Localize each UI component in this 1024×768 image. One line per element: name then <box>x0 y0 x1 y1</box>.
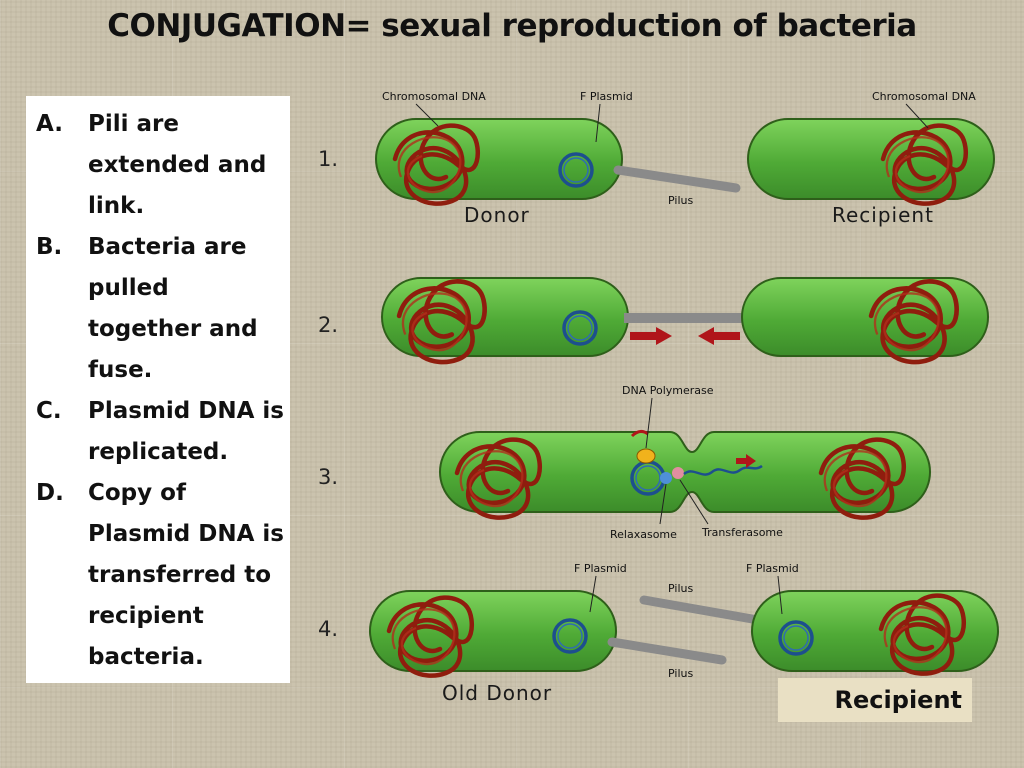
steps-list: A. Pili are extended and link. B. Bacter… <box>36 104 290 678</box>
label-pilus: Pilus <box>668 582 693 595</box>
recipient-caption: Recipient <box>778 678 972 722</box>
step-text: Copy of Plasmid DNA is transferred to re… <box>88 480 284 670</box>
label-pilus: Pilus <box>668 667 693 680</box>
step-item: A. Pili are extended and link. <box>36 104 290 227</box>
label-f-plasmid: F Plasmid <box>746 562 799 575</box>
step-text: Bacteria are pulled together and fuse. <box>88 234 258 383</box>
label-pilus: Pilus <box>668 194 693 207</box>
step-number: 3. <box>318 465 338 489</box>
arrow-right-icon <box>736 454 756 468</box>
step-number: 2. <box>318 313 338 337</box>
dna-polymerase <box>636 448 656 464</box>
label-donor: Donor <box>464 203 530 227</box>
conjugation-diagram: 1. Chromosomal DNA F Plasmid Chromosomal… <box>318 90 999 705</box>
label-old-donor: Old Donor <box>442 681 552 705</box>
pilus <box>607 637 727 665</box>
step-text: Plasmid DNA is replicated. <box>88 398 284 465</box>
label-chromosomal-dna: Chromosomal DNA <box>872 90 976 103</box>
relaxasome <box>660 472 672 484</box>
step-letter: C. <box>36 398 62 424</box>
step-letter: D. <box>36 480 64 506</box>
step-letter: B. <box>36 234 63 260</box>
slide-title: CONJUGATION= sexual reproduction of bact… <box>107 8 917 44</box>
step-text: Pili are extended and link. <box>88 111 267 219</box>
step-item: C. Plasmid DNA is replicated. <box>36 391 290 473</box>
pilus <box>613 165 741 193</box>
steps-list-box: A. Pili are extended and link. B. Bacter… <box>26 96 290 683</box>
step-item: B. Bacteria are pulled together and fuse… <box>36 227 290 391</box>
transferasome <box>672 467 684 479</box>
label-recipient: Recipient <box>832 203 934 227</box>
label-dna-polymerase: DNA Polymerase <box>622 384 714 397</box>
pilus <box>624 313 744 323</box>
pilus <box>639 595 763 625</box>
label-f-plasmid: F Plasmid <box>574 562 627 575</box>
label-chromosomal-dna: Chromosomal DNA <box>382 90 486 103</box>
transferred-dna-strand <box>683 464 763 476</box>
step-number: 1. <box>318 147 338 171</box>
arrow-left-icon <box>698 327 740 345</box>
step-letter: A. <box>36 111 63 137</box>
label-transferasome: Transferasome <box>701 526 783 539</box>
label-f-plasmid: F Plasmid <box>580 90 633 103</box>
arrow-right-icon <box>630 327 672 345</box>
label-relaxasome: Relaxasome <box>610 528 677 541</box>
step-number: 4. <box>318 617 338 641</box>
step-item: D. Copy of Plasmid DNA is transferred to… <box>36 473 290 678</box>
